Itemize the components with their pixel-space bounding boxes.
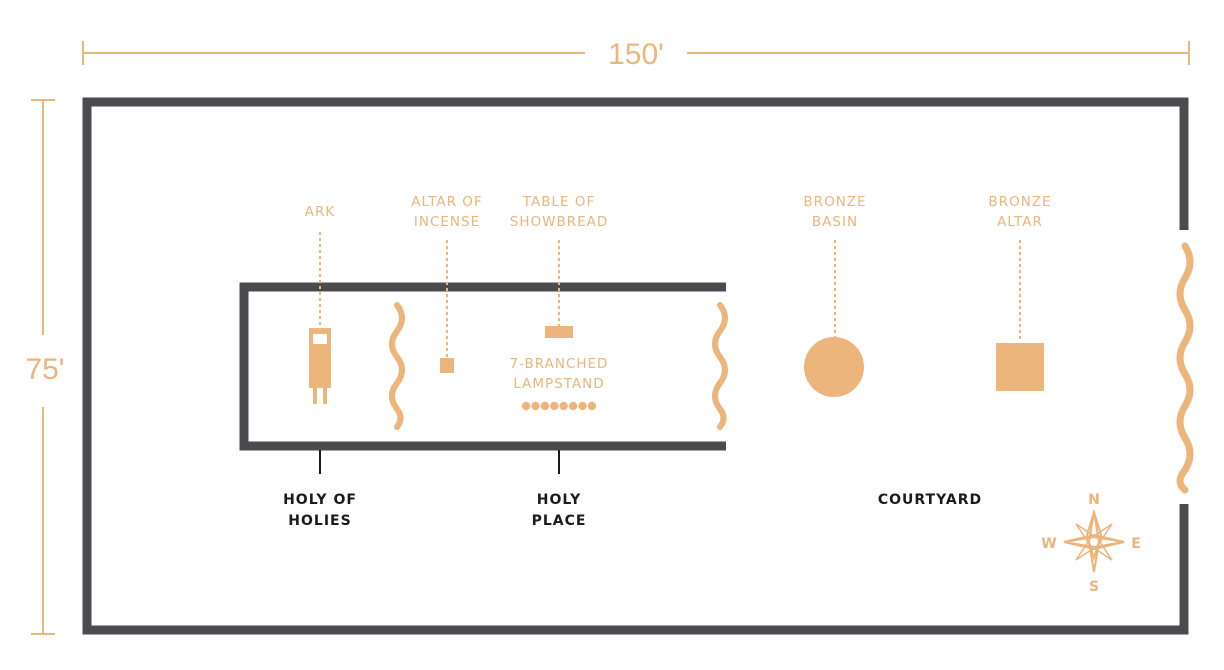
lamp-dot bbox=[568, 401, 578, 411]
holy-place-label-line2: PLACE bbox=[532, 513, 587, 529]
lamp-dot bbox=[578, 401, 587, 411]
compass-east-label: E bbox=[1131, 536, 1141, 552]
lamp-dot bbox=[587, 401, 597, 411]
lamp-dot bbox=[531, 401, 540, 411]
height-dimension: 75' bbox=[25, 99, 65, 635]
lampstand-label-line1: 7-BRANCHED bbox=[510, 356, 609, 372]
ark: ARK bbox=[305, 204, 336, 404]
altar-of-incense-label-line2: INCENSE bbox=[414, 214, 480, 230]
compass-star-icon bbox=[1063, 508, 1125, 573]
bronze-basin-label-line1: BRONZE bbox=[803, 194, 866, 210]
bronze-basin: BRONZE BASIN bbox=[803, 194, 866, 397]
compass-rose: N S E W bbox=[1041, 492, 1141, 595]
tent-entrance-curtain bbox=[712, 302, 728, 430]
altar-of-incense-label-line1: ALTAR OF bbox=[411, 194, 482, 210]
bronze-altar-label-line1: BRONZE bbox=[988, 194, 1051, 210]
bronze-altar-icon bbox=[996, 343, 1044, 391]
courtyard-gate-curtain bbox=[1176, 242, 1194, 494]
courtyard-label: COURTYARD bbox=[878, 492, 982, 508]
holy-of-holies-label-line1: HOLY OF bbox=[283, 492, 357, 508]
height-dimension-label: 75' bbox=[25, 353, 64, 386]
outer-court-wall bbox=[82, 97, 1194, 635]
table-of-showbread-icon bbox=[545, 326, 573, 338]
lampstand: 7-BRANCHED LAMPSTAND bbox=[510, 356, 609, 411]
outer-wall-main bbox=[82, 97, 1189, 635]
lampstand-label-line2: LAMPSTAND bbox=[513, 376, 604, 392]
compass-south-label: S bbox=[1089, 579, 1099, 595]
lamp-dot bbox=[559, 401, 568, 411]
ark-label: ARK bbox=[305, 204, 336, 220]
lamp-dot bbox=[550, 401, 559, 411]
bronze-altar-label-line2: ALTAR bbox=[997, 214, 1043, 230]
compass-north-label: N bbox=[1088, 492, 1100, 508]
lampstand-icon bbox=[521, 401, 597, 411]
width-dimension-label: 150' bbox=[608, 38, 664, 71]
holy-of-holies-label-line2: HOLIES bbox=[288, 513, 351, 529]
table-of-showbread: TABLE OF SHOWBREAD bbox=[510, 194, 609, 338]
holy-of-holies-area: HOLY OF HOLIES bbox=[283, 450, 357, 529]
table-of-showbread-label-line1: TABLE OF bbox=[522, 194, 595, 210]
bronze-basin-label-line2: BASIN bbox=[812, 214, 858, 230]
lamp-dot bbox=[540, 401, 550, 411]
bronze-basin-icon bbox=[804, 337, 864, 397]
tent-structure bbox=[239, 282, 728, 451]
inner-veil-curtain bbox=[389, 302, 405, 430]
lamp-dot bbox=[521, 401, 531, 411]
tent-wall bbox=[239, 282, 726, 451]
bronze-altar: BRONZE ALTAR bbox=[988, 194, 1051, 391]
altar-of-incense-icon bbox=[440, 358, 454, 373]
ark-icon bbox=[309, 328, 331, 404]
holy-place-label-line1: HOLY bbox=[537, 492, 582, 508]
compass-west-label: W bbox=[1041, 536, 1056, 552]
width-dimension: 150' bbox=[82, 38, 1190, 71]
altar-of-incense: ALTAR OF INCENSE bbox=[411, 194, 482, 373]
table-of-showbread-label-line2: SHOWBREAD bbox=[510, 214, 609, 230]
holy-place-area: HOLY PLACE bbox=[532, 450, 587, 529]
courtyard-area: COURTYARD bbox=[878, 492, 982, 508]
